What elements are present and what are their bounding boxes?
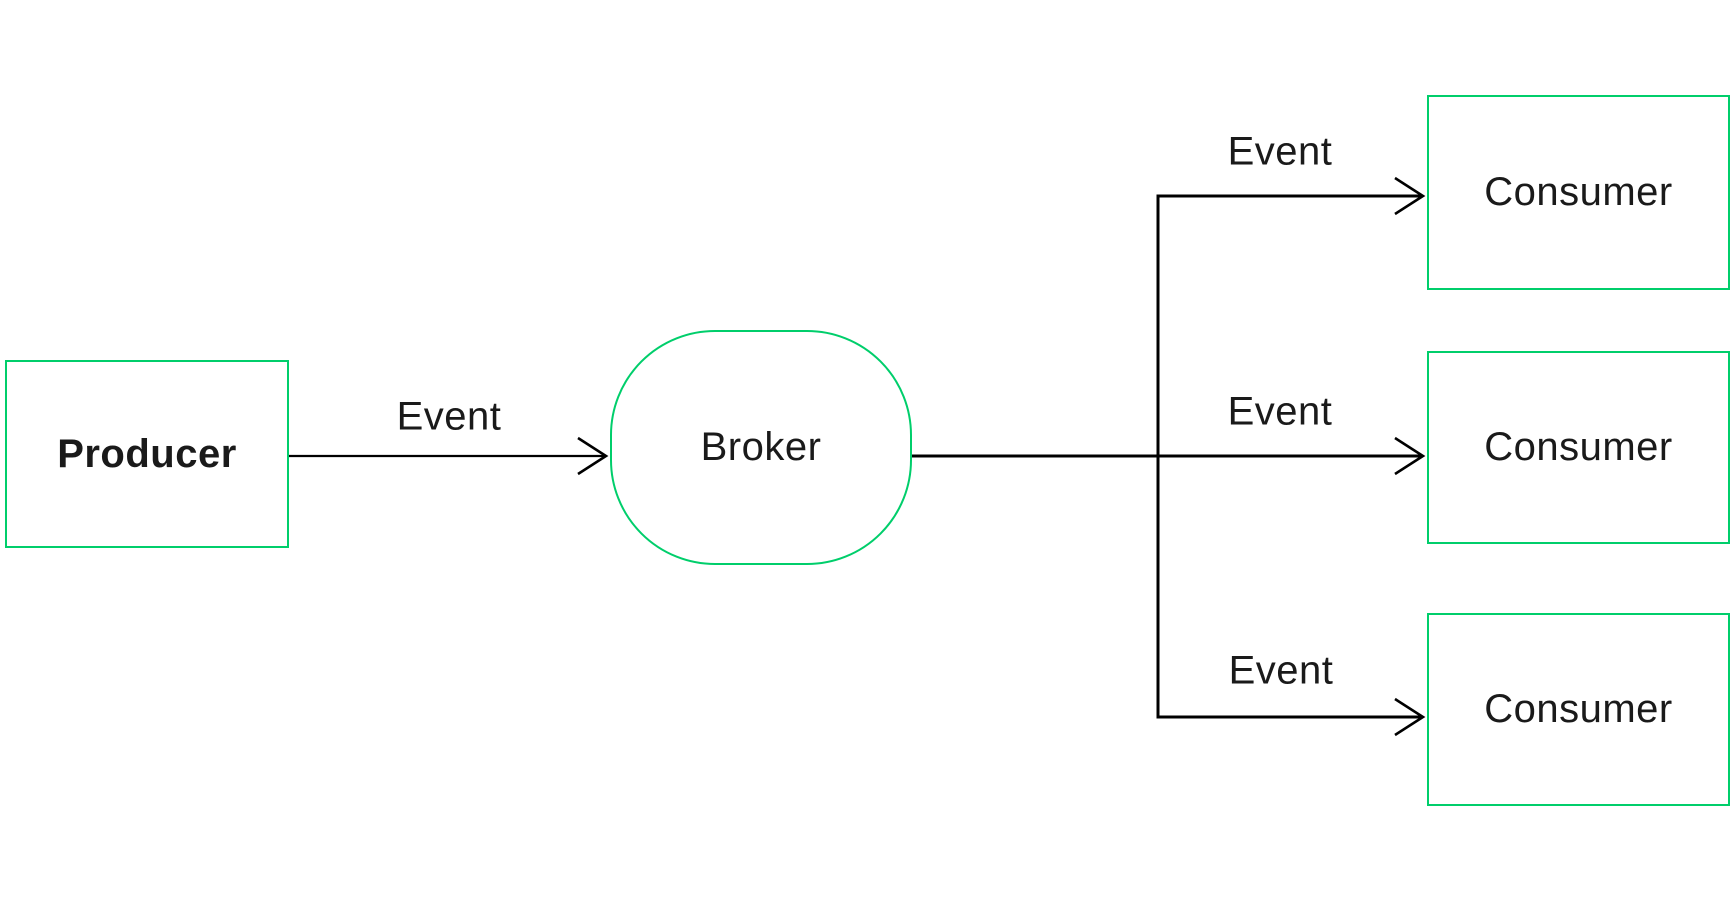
node-producer: Producer	[5, 360, 289, 548]
node-consumer-middle-label: Consumer	[1484, 425, 1673, 469]
node-consumer-middle: Consumer	[1427, 351, 1730, 544]
node-consumer-bottom: Consumer	[1427, 613, 1730, 806]
edge-label-broker-consumer-middle: Event	[1227, 389, 1333, 434]
node-consumer-top-label: Consumer	[1484, 170, 1673, 214]
edge-broker-to-consumer-top	[1156, 176, 1426, 456]
edge-label-broker-consumer-top: Event	[1227, 129, 1333, 174]
node-broker: Broker	[610, 330, 912, 565]
edge-broker-to-consumer-bottom	[1156, 456, 1426, 737]
edge-label-broker-consumer-bottom: Event	[1228, 648, 1334, 693]
node-consumer-top: Consumer	[1427, 95, 1730, 290]
edge-label-producer-broker: Event	[396, 394, 502, 439]
node-broker-label: Broker	[700, 425, 822, 469]
node-producer-label: Producer	[57, 431, 237, 476]
node-consumer-bottom-label: Consumer	[1484, 687, 1673, 731]
